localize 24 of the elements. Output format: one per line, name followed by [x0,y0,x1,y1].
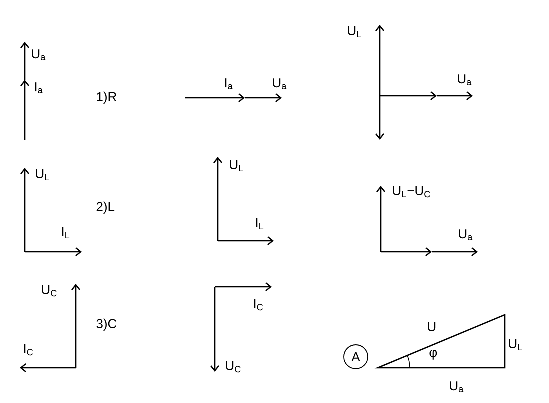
vector-label: U$_{a}$ [459,230,473,240]
vector-label: U$_{C}$ [226,361,241,373]
vector-label: U$_{L}$ [509,339,522,351]
vector-label: U$_{a}$ [273,78,287,90]
vector-label: U$_{C}$ [42,285,57,297]
vector-label: φ [430,350,438,360]
vector-label: I$_{C}$ [254,299,264,311]
vector-label: 2)L [96,202,115,214]
vector-label: U$_{a}$ [32,50,46,60]
vector-label: I$_{a}$ [35,82,43,94]
vector-label: U [428,322,436,332]
vector-label: U$_{a}$ [450,382,464,392]
vector-label: I$_{C}$ [24,344,34,356]
circled-letter: A [344,344,368,370]
vector-label: I$_{L}$ [62,227,70,239]
vector-label: I$_{L}$ [256,218,264,230]
vector-label: U$_{L}$ [348,26,362,38]
vector-label: U$_{a}$ [458,74,472,86]
vector-label: U$_{L}$ [36,169,50,181]
vector-label: I$_{a}$ [225,78,233,90]
vector-label: 3)C [96,318,117,332]
vector-label: U$_{L}$−U$_{C}$ [393,186,430,198]
vector-label: 1)R [97,92,117,104]
vector-label: U$_{L}$ [230,160,244,172]
